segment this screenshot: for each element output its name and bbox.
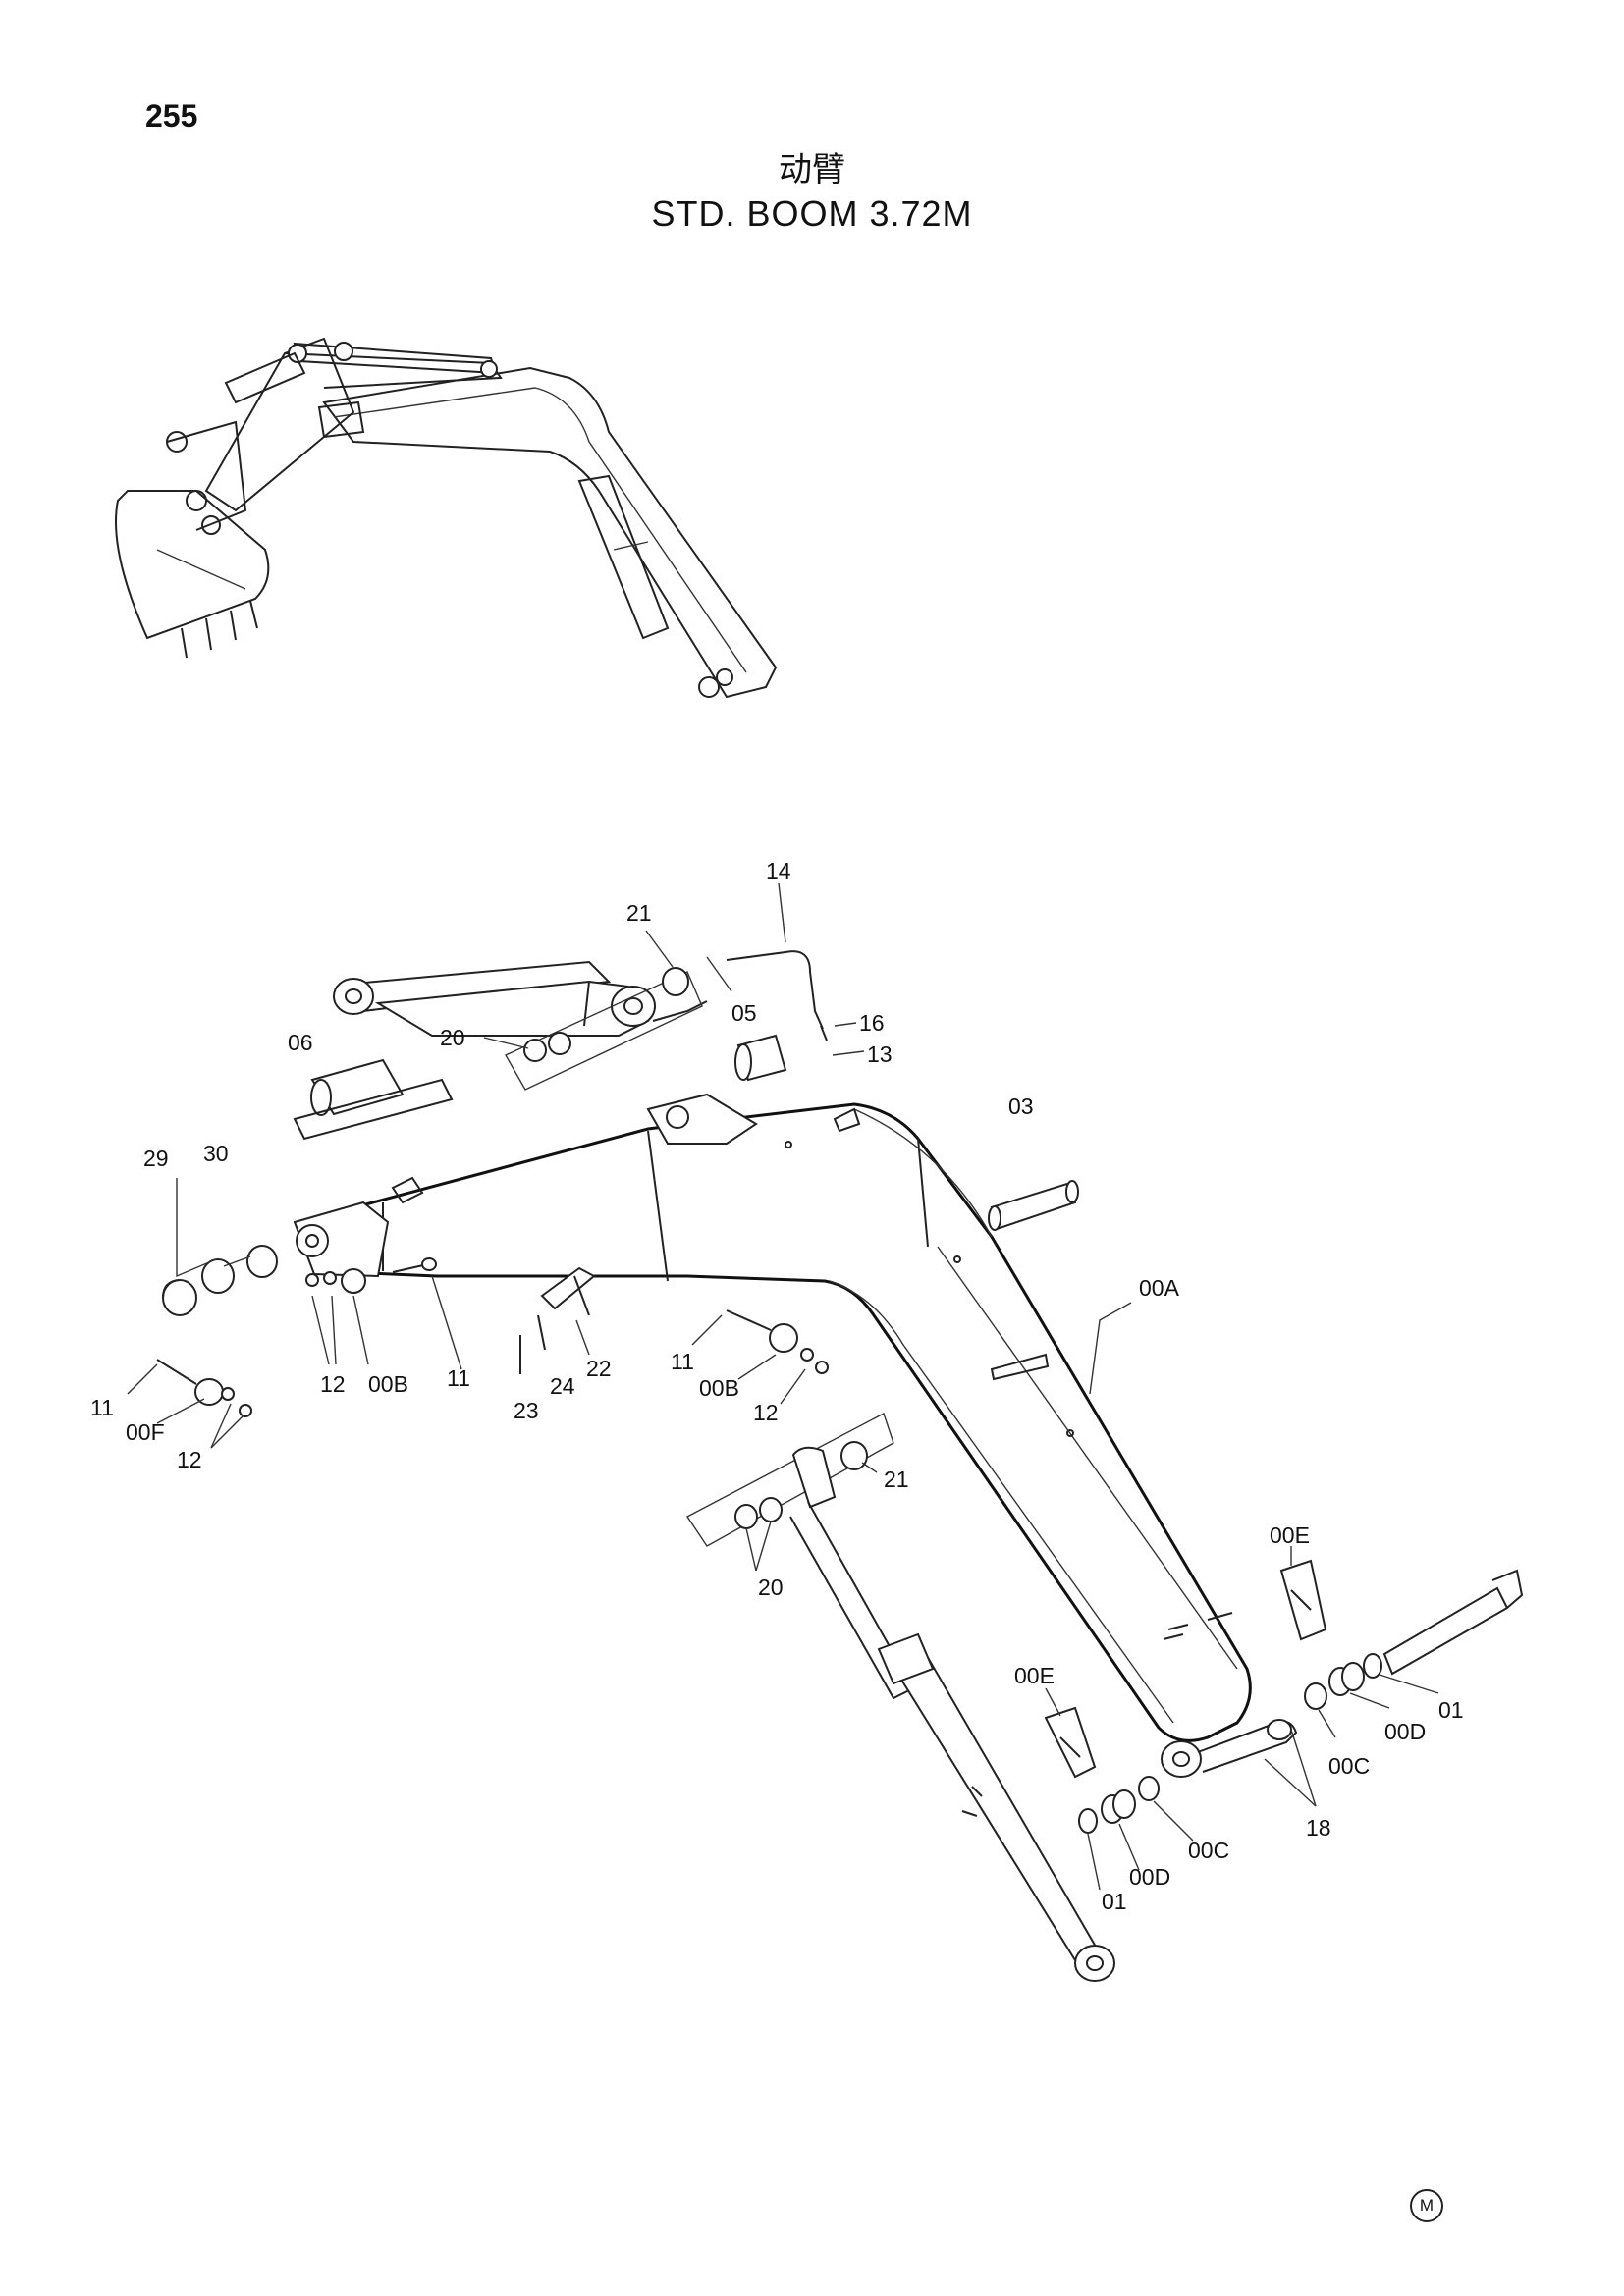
callout-00B: 00B — [699, 1375, 739, 1401]
callout-22: 22 — [586, 1356, 612, 1381]
callout-20: 20 — [758, 1575, 784, 1600]
m-mark-icon: M — [1410, 2189, 1443, 2222]
callout-00E: 00E — [1014, 1663, 1055, 1688]
callout-00C: 00C — [1188, 1838, 1229, 1863]
page-number: 255 — [145, 98, 198, 133]
callout-29: 29 — [143, 1146, 169, 1171]
callout-24: 24 — [550, 1373, 575, 1399]
callout-00C: 00C — [1328, 1753, 1370, 1779]
overview-sketch — [115, 337, 778, 699]
callout-00A: 00A — [1139, 1275, 1180, 1301]
callout-21: 21 — [626, 900, 652, 926]
callout-00D: 00D — [1384, 1719, 1426, 1744]
callout-05: 05 — [731, 1000, 757, 1026]
page-title: STD. BOOM 3.72M — [651, 193, 973, 234]
callout-11: 11 — [671, 1349, 694, 1374]
callout-12: 12 — [177, 1447, 202, 1472]
callout-00D: 00D — [1129, 1864, 1170, 1890]
callout-21: 21 — [884, 1467, 909, 1492]
callout-14: 14 — [766, 858, 791, 883]
callout-01: 01 — [1438, 1697, 1464, 1723]
callout-03: 03 — [1008, 1094, 1034, 1119]
callout-labels: 14 21 05 16 13 06 20 03 29 30 00A 11 12 … — [90, 858, 1464, 1914]
callout-23: 23 — [514, 1398, 539, 1423]
callout-12: 12 — [753, 1400, 779, 1425]
callout-06: 06 — [288, 1030, 313, 1055]
leader-lines — [127, 882, 1439, 1891]
callout-01: 01 — [1102, 1889, 1127, 1914]
callout-00E: 00E — [1270, 1522, 1310, 1548]
callout-12: 12 — [320, 1371, 346, 1397]
title-chinese: 动臂 — [779, 150, 845, 189]
callout-18: 18 — [1306, 1815, 1331, 1841]
boom-assembly — [156, 950, 1524, 1982]
callout-16: 16 — [859, 1010, 885, 1036]
callout-30: 30 — [203, 1141, 229, 1166]
callout-20: 20 — [440, 1025, 465, 1050]
callout-11: 11 — [447, 1365, 470, 1391]
callout-11: 11 — [90, 1395, 114, 1420]
callout-00B: 00B — [368, 1371, 408, 1397]
callout-00F: 00F — [126, 1419, 165, 1445]
callout-13: 13 — [867, 1041, 893, 1067]
